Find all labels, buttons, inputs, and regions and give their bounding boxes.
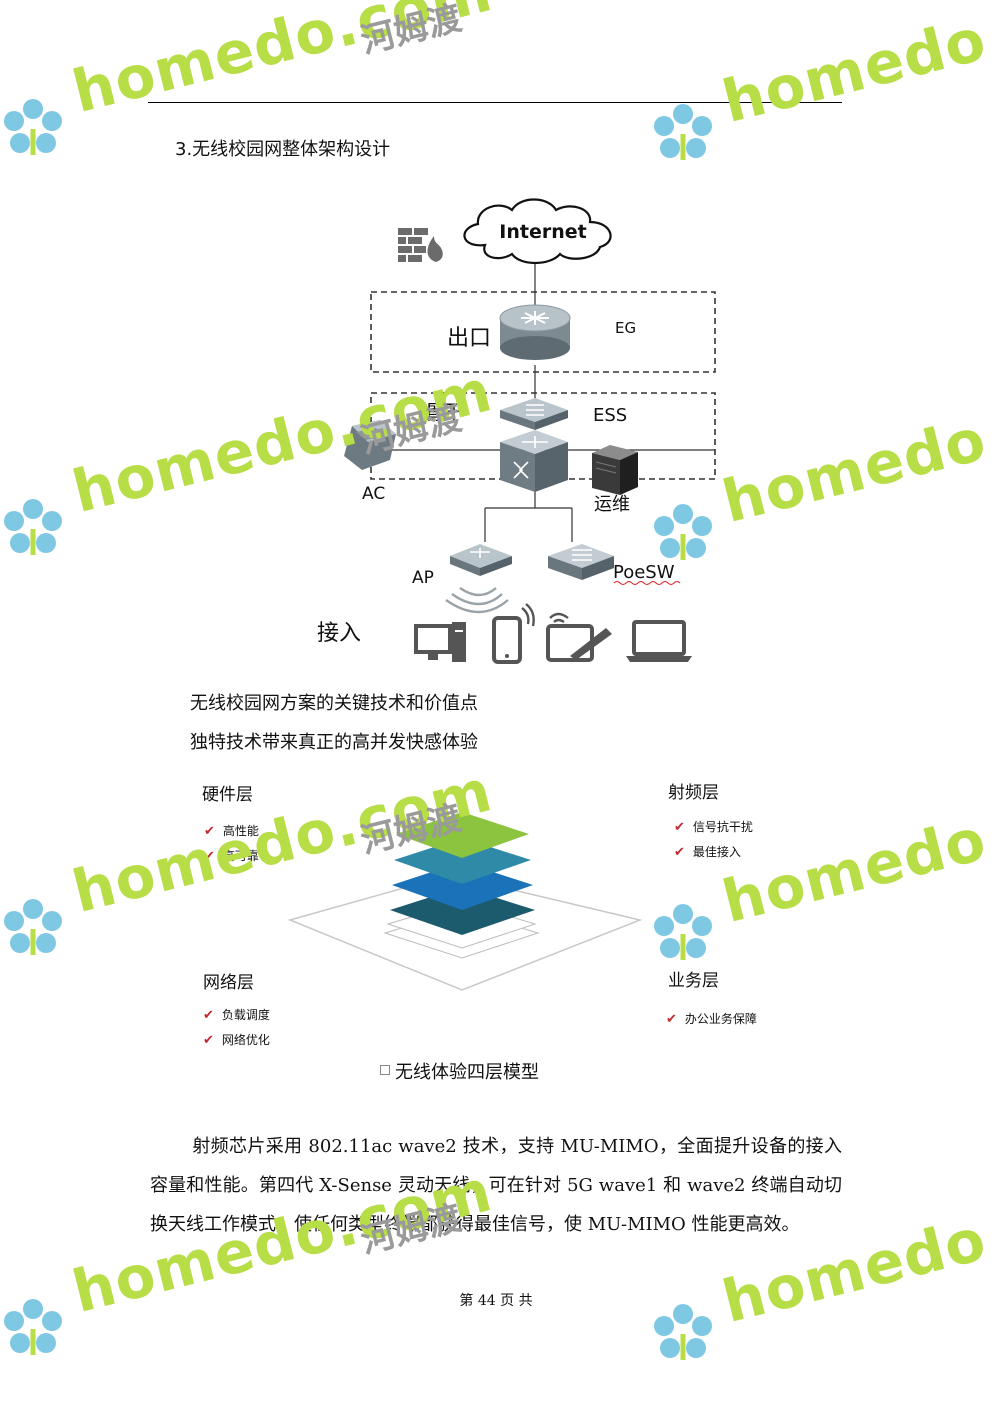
ac-controller-icon [344, 420, 396, 470]
check-icon: ✔ [674, 845, 685, 860]
core-switch-icon [500, 398, 568, 492]
check-icon: ✔ [674, 820, 685, 835]
check-icon: ✔ [203, 1033, 214, 1048]
layer-model-graphic [287, 812, 643, 991]
network-layer-title: 网络层 [203, 973, 254, 993]
router-icon [499, 304, 571, 360]
figure-caption: 无线体验四层模型 [380, 1058, 539, 1084]
check-icon: ✔ [203, 1008, 214, 1023]
ac-label: AC [362, 484, 385, 504]
layer-green [396, 812, 529, 858]
intro-line-1: 无线校园网方案的关键技术和价值点 [190, 693, 478, 714]
check-icon: ✔ [204, 849, 215, 864]
watermark-brand: homedo.com [716, 766, 992, 936]
rf-item-1: ✔信号抗干扰 [674, 820, 753, 835]
hardware-layer-title: 硬件层 [202, 785, 253, 805]
watermark-logo-icon [0, 95, 66, 165]
ap-label: AP [412, 568, 434, 588]
poe-switch-icon [548, 544, 614, 580]
body-paragraph: 射频芯片采用 802.11ac wave2 技术，支持 MU-MIMO，全面提升… [150, 1136, 842, 1235]
watermark-brand: homedo.com [716, 0, 992, 136]
smartphone-icon [492, 603, 535, 664]
hardware-item-1: ✔高性能 [204, 824, 259, 839]
header-rule [148, 102, 842, 103]
layer-teal [394, 838, 531, 884]
internet-cloud-icon [463, 198, 612, 265]
network-item-1: ✔负载调度 [203, 1008, 270, 1023]
server-icon [592, 445, 638, 495]
network-item-2: ✔网络优化 [203, 1033, 270, 1048]
watermark-cn: 河姆渡 [356, 0, 466, 62]
watermark-logo-icon [0, 895, 66, 965]
watermark-logo-icon [650, 900, 716, 970]
access-point-icon [445, 544, 512, 614]
check-icon: ✔ [204, 824, 215, 839]
tablet-pen-icon [546, 612, 612, 662]
ess-label: ESS [593, 405, 627, 426]
poesw-label: PoeSW [613, 562, 675, 583]
layer-blue [392, 862, 533, 910]
business-item-1: ✔办公业务保障 [666, 1012, 757, 1027]
page-footer: 第 44 页 共 [459, 1293, 533, 1309]
check-icon: ✔ [666, 1012, 677, 1027]
desktop-pc-icon [414, 622, 466, 662]
ops-label: 运维 [594, 494, 630, 515]
internet-label: Internet [499, 221, 586, 243]
watermark-logo-icon [650, 100, 716, 170]
business-layer-title: 业务层 [668, 971, 719, 991]
laptop-icon [626, 620, 692, 662]
watermark-logo-icon [650, 1300, 716, 1370]
layer-dark [390, 887, 535, 935]
watermark-brand: homedo.com [716, 366, 992, 536]
egress-label: 出口 [447, 326, 491, 351]
section-heading: 3.无线校园网整体架构设计 [175, 139, 391, 160]
hardware-item-2: ✔高可靠 [204, 849, 259, 864]
caption-box-icon [380, 1065, 390, 1075]
backbone-label: 骨干 [424, 400, 464, 424]
watermark-logo-icon [0, 495, 66, 565]
rf-layer-title: 射频层 [668, 783, 719, 803]
rf-item-2: ✔最佳接入 [674, 845, 741, 860]
network-diagram: Internet 出口 EG 骨干 ESS AC 运维 [317, 198, 716, 664]
firewall-icon [398, 228, 443, 262]
access-label: 接入 [317, 621, 361, 646]
watermark-brand: homedo.com [66, 0, 499, 126]
egress-zone [370, 291, 716, 373]
eg-label: EG [615, 319, 636, 337]
intro-line-2: 独特技术带来真正的高并发快感体验 [190, 732, 478, 753]
